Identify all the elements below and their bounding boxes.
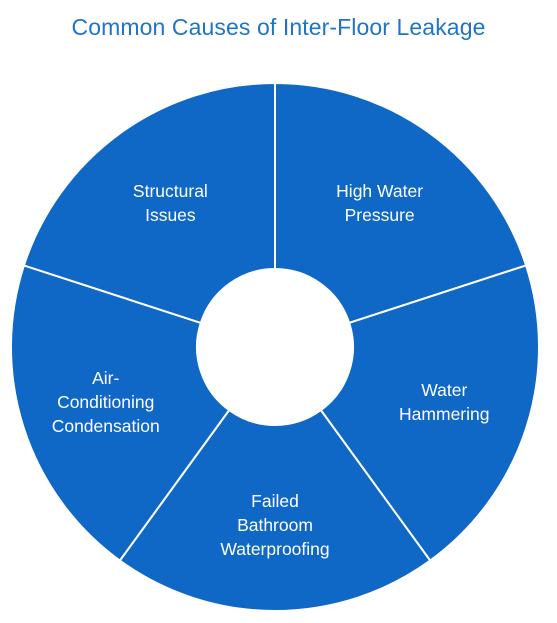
segment-label-line: Bathroom: [237, 515, 313, 535]
segment-label-line: Hammering: [399, 404, 489, 424]
segment-label-line: Issues: [145, 205, 196, 225]
diagram-title: Common Causes of Inter-Floor Leakage: [71, 14, 486, 40]
segment-label-line: Water: [421, 380, 467, 400]
segment-label-line: Air-: [92, 368, 119, 388]
segment-label-line: Conditioning: [57, 392, 154, 412]
segment-label-line: Structural: [133, 181, 208, 201]
segment-label-line: Waterproofing: [220, 539, 329, 559]
segment-label-line: Pressure: [345, 205, 415, 225]
segment-label-line: Failed: [251, 491, 299, 511]
segment-label-line: High Water: [336, 181, 423, 201]
center-hub: [197, 269, 353, 425]
segment-label-line: Condensation: [52, 416, 160, 436]
